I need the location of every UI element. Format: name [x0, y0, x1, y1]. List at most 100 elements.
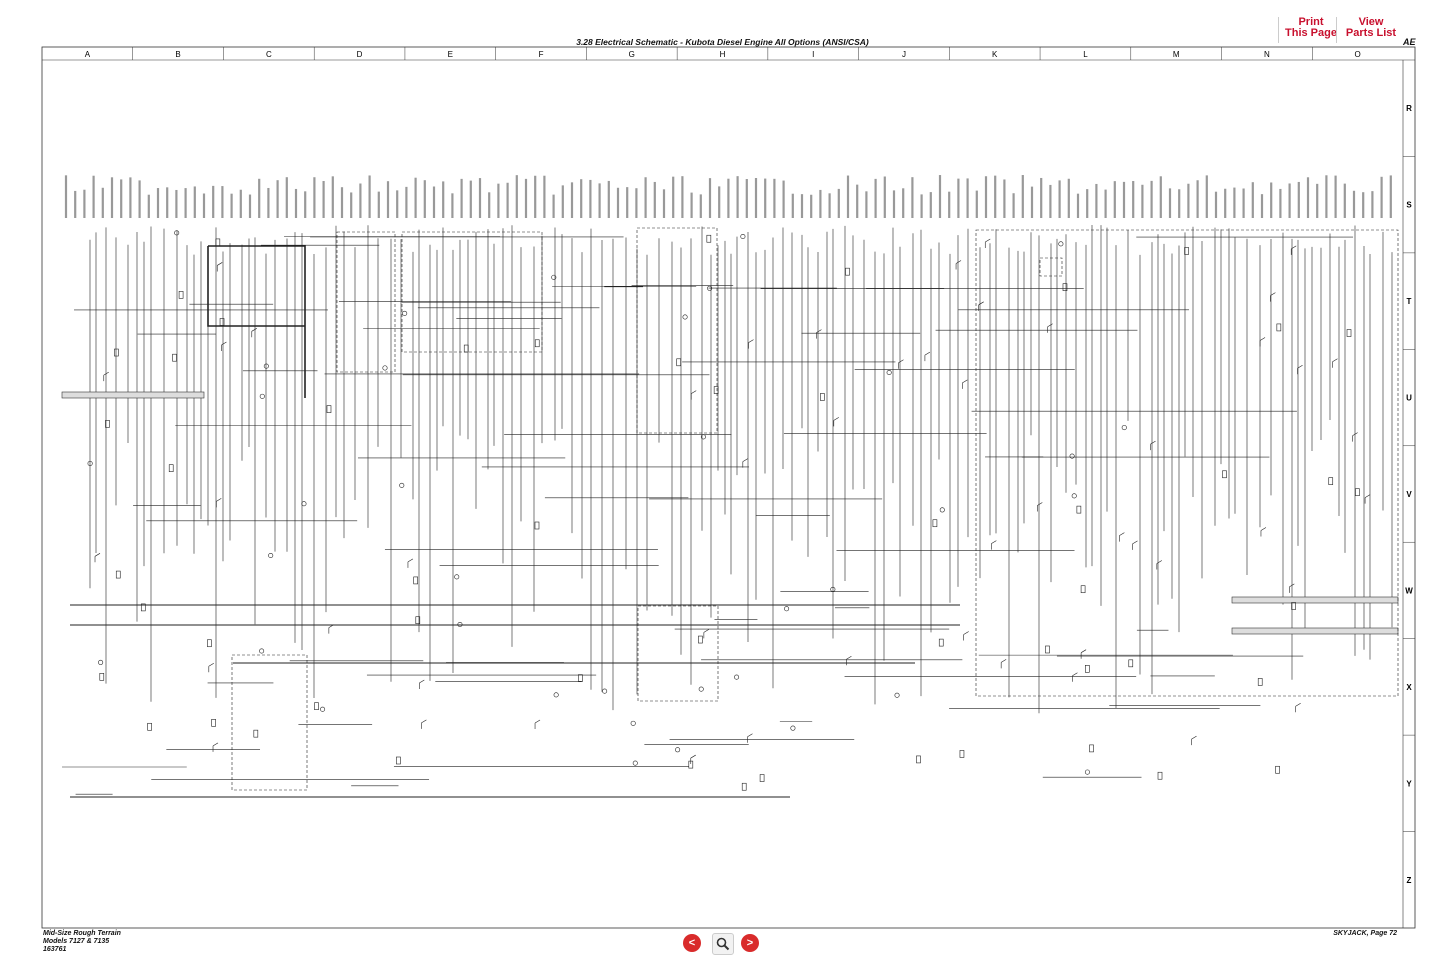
component-symbol	[713, 386, 719, 394]
component-symbol	[578, 674, 583, 682]
component-symbol	[1157, 771, 1163, 780]
heavy-harness-line	[207, 245, 306, 398]
component-symbol	[534, 719, 541, 729]
component-symbol	[924, 351, 931, 362]
column-label: D	[357, 50, 363, 59]
component-symbol	[688, 760, 694, 769]
component-symbol	[1037, 502, 1043, 512]
component-symbol	[1047, 323, 1053, 333]
previous-page-button[interactable]: <	[683, 934, 701, 952]
component-symbol	[1270, 292, 1276, 302]
component-symbol	[784, 606, 790, 612]
component-symbol	[326, 405, 332, 413]
component-symbol	[1069, 453, 1075, 459]
component-symbol	[602, 688, 608, 694]
component-symbol	[898, 359, 904, 369]
component-symbol	[991, 540, 997, 550]
component-symbol	[87, 460, 93, 466]
component-symbol	[216, 262, 223, 272]
component-symbol	[1289, 583, 1295, 593]
option-group-box	[975, 229, 1399, 697]
component-symbol	[820, 393, 825, 401]
component-symbol	[1000, 659, 1007, 669]
component-symbol	[1222, 470, 1227, 479]
component-symbol	[1080, 649, 1087, 659]
component-symbol	[706, 234, 712, 243]
footer-line-1: Mid-Size Rough Terrain	[43, 930, 121, 937]
component-symbol	[419, 679, 425, 690]
component-symbol	[703, 629, 710, 639]
footer-line-2: Models 7127 & 7135	[43, 938, 110, 945]
component-symbol	[259, 393, 265, 399]
component-symbol	[742, 458, 748, 468]
row-label: W	[1405, 586, 1413, 595]
component-symbol	[1062, 283, 1068, 291]
column-label: H	[720, 50, 726, 59]
column-label: K	[992, 50, 998, 59]
component-symbol	[1089, 744, 1094, 753]
component-symbol	[207, 639, 212, 648]
component-symbol	[1275, 765, 1280, 774]
component-symbol	[413, 576, 418, 585]
component-symbol	[1084, 769, 1090, 775]
component-symbol	[707, 285, 713, 291]
terminal-strip	[1231, 596, 1399, 604]
column-label: F	[539, 50, 544, 59]
page-title: 3.28 Electrical Schematic - Kubota Diese…	[576, 37, 869, 47]
component-symbol	[690, 390, 697, 400]
column-label: C	[266, 50, 272, 59]
component-symbol	[215, 238, 221, 247]
print-page-button[interactable]: Print This Page	[1278, 17, 1343, 43]
option-group-box	[636, 227, 718, 434]
column-label: O	[1355, 50, 1361, 59]
component-symbol	[700, 434, 706, 440]
component-symbol	[740, 234, 746, 240]
column-label: L	[1083, 50, 1088, 59]
footer-model-info: Mid-Size Rough Terrain Models 7127 & 713…	[43, 930, 121, 954]
component-symbol	[833, 417, 839, 427]
component-symbol	[1045, 645, 1050, 654]
component-symbol	[114, 348, 119, 357]
next-page-button[interactable]: >	[741, 934, 759, 952]
row-label: V	[1406, 490, 1412, 499]
component-symbol	[534, 521, 540, 530]
component-symbol	[690, 754, 696, 765]
component-symbol	[251, 328, 257, 338]
component-symbol	[534, 339, 540, 348]
component-symbol	[741, 782, 747, 791]
component-symbol	[263, 363, 269, 369]
print-label-2: This Page	[1285, 27, 1337, 39]
component-symbol	[759, 774, 765, 782]
component-symbol	[396, 756, 401, 765]
search-button[interactable]	[712, 933, 734, 955]
component-symbol	[959, 750, 965, 758]
view-parts-list-button[interactable]: View Parts List	[1336, 17, 1405, 43]
component-symbol	[978, 301, 984, 311]
component-symbol	[1355, 488, 1360, 497]
component-symbol	[1128, 659, 1134, 668]
component-symbol	[1150, 440, 1156, 451]
component-symbol	[174, 230, 180, 236]
component-symbol	[747, 733, 753, 743]
component-symbol	[115, 570, 121, 579]
component-symbol	[1132, 540, 1138, 550]
component-symbol	[894, 692, 900, 698]
component-symbol	[140, 603, 146, 612]
component-symbol	[1191, 735, 1197, 746]
component-symbol	[676, 358, 681, 367]
component-symbol	[421, 719, 427, 729]
component-symbol	[208, 662, 214, 673]
row-label: T	[1407, 297, 1412, 306]
column-label: I	[812, 50, 814, 59]
component-symbol	[1290, 245, 1297, 255]
print-label-1: Print	[1298, 16, 1324, 28]
drawing-frame	[41, 46, 1416, 929]
chevron-left-icon: <	[688, 937, 696, 949]
component-symbol	[1291, 602, 1296, 610]
column-label: G	[629, 50, 635, 59]
option-group-box	[1039, 257, 1063, 277]
component-symbol	[219, 318, 225, 326]
